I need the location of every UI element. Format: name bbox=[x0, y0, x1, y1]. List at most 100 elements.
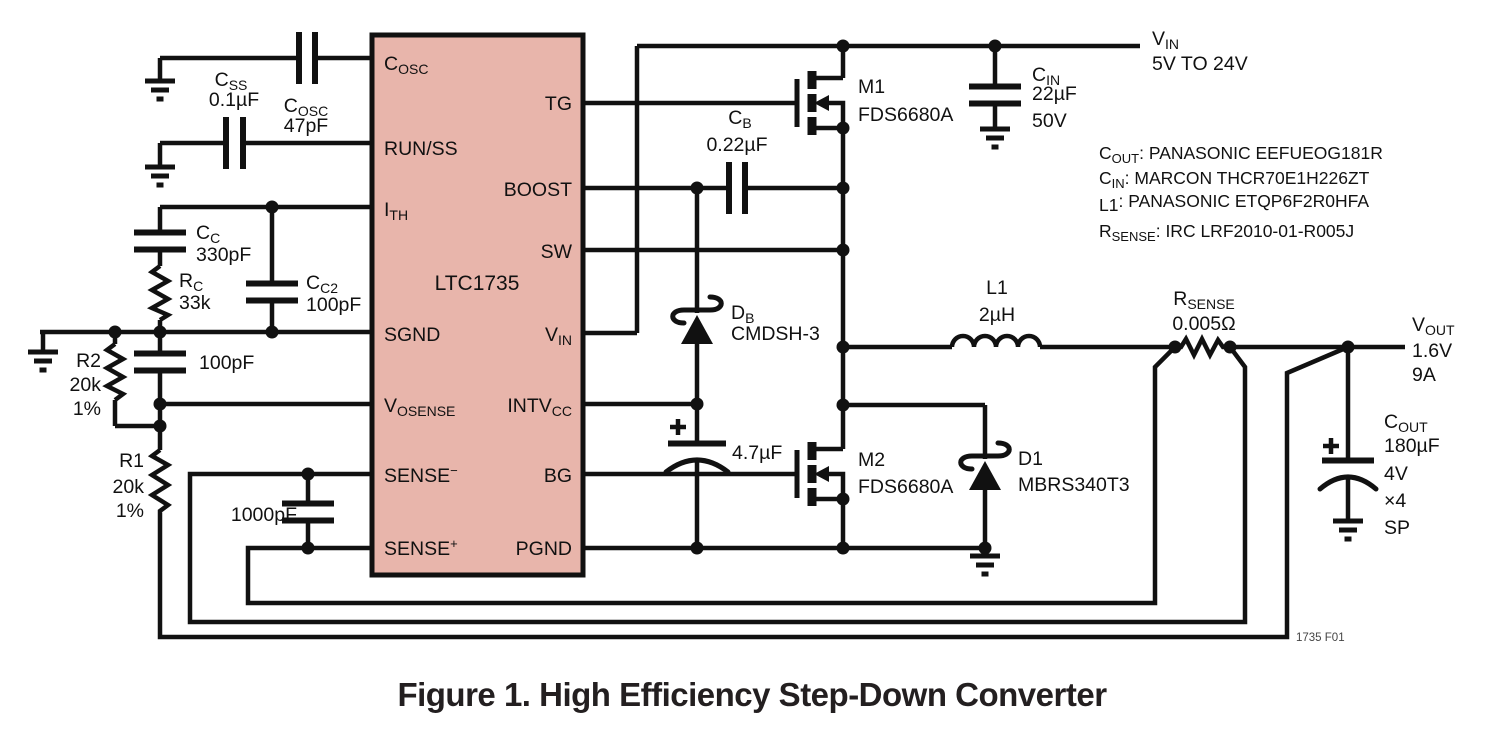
wires bbox=[40, 43, 1405, 640]
rail-labels: VIN 5V TO 24V VOUT 1.6V 9A bbox=[1152, 28, 1455, 386]
ground-icon-d1 bbox=[970, 556, 1000, 574]
cap-1000pf-plates bbox=[282, 500, 334, 524]
note-rsense: RSENSE: IRC LRF2010-01-R005J bbox=[1099, 221, 1354, 244]
cap-cout-plus-icon bbox=[1323, 438, 1339, 454]
label-rc-ref: RC bbox=[179, 270, 203, 294]
wire-cosc-pin bbox=[157, 55, 372, 81]
label-css-ref: CSS bbox=[215, 69, 248, 93]
label-cosc-value: 47pF bbox=[284, 115, 329, 137]
figure-caption: Figure 1. High Efficiency Step-Down Conv… bbox=[397, 676, 1107, 713]
label-db-ref: DB bbox=[731, 302, 754, 326]
label-m2-part: FDS6680A bbox=[858, 476, 953, 498]
pin-sense-plus: SENSE+ bbox=[384, 536, 458, 560]
capacitors bbox=[134, 32, 1379, 524]
wire-vosense-pin bbox=[157, 401, 372, 450]
label-d1-ref: D1 bbox=[1018, 448, 1043, 470]
note-cout: COUT: PANASONIC EEFUEOG181R bbox=[1099, 143, 1383, 166]
ground-icon-cin bbox=[980, 129, 1010, 147]
label-c47u-value: 4.7µF bbox=[732, 442, 782, 464]
pin-cosc: COSC bbox=[384, 53, 428, 77]
label-r2-ref: R2 bbox=[76, 350, 101, 372]
pin-bg: BG bbox=[544, 465, 572, 487]
resistor-rsense bbox=[1175, 333, 1230, 361]
pin-runss: RUN/SS bbox=[384, 138, 458, 160]
label-cc-value: 330pF bbox=[196, 244, 251, 266]
mosfet-m2 bbox=[797, 442, 843, 506]
wire-sense-minus bbox=[187, 345, 1248, 625]
label-cc-ref: CC bbox=[196, 222, 220, 246]
label-rsense-ref: RSENSE bbox=[1173, 288, 1235, 312]
cap-cin-plates bbox=[969, 83, 1021, 107]
ground-icon-sgnd bbox=[28, 352, 58, 370]
cap-cc2-plates bbox=[246, 280, 298, 304]
label-l1-value: 2µH bbox=[979, 304, 1015, 326]
cap-cosc-plates bbox=[296, 32, 318, 84]
wire-sense-plus bbox=[245, 345, 1177, 606]
label-m1-ref: M1 bbox=[858, 76, 885, 98]
label-cout-qty: ×4 bbox=[1384, 490, 1406, 512]
ground-icon-css bbox=[145, 81, 175, 99]
label-cb-value: 0.22µF bbox=[706, 134, 767, 156]
label-c100p-value: 100pF bbox=[199, 352, 254, 374]
label-cout-value: 180µF bbox=[1384, 435, 1440, 457]
resistor-rc bbox=[146, 264, 173, 322]
label-r2-value: 20k bbox=[70, 374, 102, 396]
label-d1-part: MBRS340T3 bbox=[1018, 474, 1130, 496]
label-vout-volts: 1.6V bbox=[1412, 340, 1452, 362]
label-vin-range: 5V TO 24V bbox=[1152, 53, 1248, 75]
label-rsense-value: 0.005Ω bbox=[1172, 313, 1235, 335]
label-c1000p-value: 1000pF bbox=[231, 504, 297, 526]
ic-name: LTC1735 bbox=[435, 272, 520, 295]
cap-100pf-plates bbox=[134, 350, 186, 374]
label-m2-ref: M2 bbox=[858, 449, 885, 471]
pin-ith: ITH bbox=[384, 199, 408, 223]
pin-vosense: VOSENSE bbox=[384, 395, 455, 419]
label-cin-value: 22µF bbox=[1032, 83, 1077, 105]
wire-sgnd-pin bbox=[40, 329, 372, 352]
bom-notes: COUT: PANASONIC EEFUEOG181R CIN: MARCON … bbox=[1099, 143, 1383, 244]
pin-tg: TG bbox=[545, 93, 572, 115]
component-labels: CSS 0.1µF COSC 47pF CC 330pF RC 33k CC2 … bbox=[70, 64, 1440, 539]
mosfet-m1 bbox=[797, 71, 843, 135]
cap-cb-plates bbox=[726, 162, 748, 214]
label-cout-type: SP bbox=[1384, 517, 1410, 539]
label-r1-tol: 1% bbox=[116, 500, 144, 522]
label-rc-value: 33k bbox=[179, 292, 211, 314]
pin-sgnd: SGND bbox=[384, 324, 440, 346]
label-db-part: CMDSH-3 bbox=[731, 323, 820, 345]
label-css-value: 0.1µF bbox=[209, 89, 259, 111]
figure-id: 1735 F01 bbox=[1296, 632, 1345, 644]
label-r1-ref: R1 bbox=[119, 450, 144, 472]
resistors bbox=[102, 264, 1230, 516]
label-l1-ref: L1 bbox=[986, 277, 1008, 299]
label-cosc-ref: COSC bbox=[284, 95, 328, 119]
label-cout-ref: COUT bbox=[1384, 411, 1428, 435]
wire-runss-pin bbox=[157, 140, 372, 167]
pin-vin: VIN bbox=[545, 324, 572, 348]
pin-pgnd: PGND bbox=[516, 538, 572, 560]
label-r2-tol: 1% bbox=[73, 398, 101, 420]
cap-cout-curve bbox=[1317, 474, 1379, 492]
pin-boost: BOOST bbox=[504, 179, 572, 201]
note-l1: L1: PANASONIC ETQP6F2R0HFA bbox=[1099, 191, 1369, 215]
cap-47uf-plus-icon bbox=[670, 419, 686, 435]
wire-vosense-feedback bbox=[157, 344, 1349, 640]
pin-sense-minus: SENSE− bbox=[384, 463, 458, 487]
label-m1-part: FDS6680A bbox=[858, 104, 953, 126]
label-vout-rail: VOUT bbox=[1412, 314, 1455, 338]
label-cc2-ref: CC2 bbox=[306, 272, 338, 296]
ground-icon-cout bbox=[1333, 521, 1363, 539]
pin-intvcc: INTVCC bbox=[507, 395, 572, 419]
label-cin-ref: CIN bbox=[1032, 64, 1060, 88]
label-vout-amps: 9A bbox=[1412, 364, 1436, 386]
junction-dots bbox=[108, 39, 1355, 555]
note-cin: CIN: MARCON THCR70E1H226ZT bbox=[1099, 168, 1370, 191]
cap-47uf-curve bbox=[663, 457, 731, 475]
cap-css-plates bbox=[223, 117, 246, 169]
resistor-r2 bbox=[102, 342, 128, 402]
pin-sw: SW bbox=[541, 241, 573, 263]
resistor-r1 bbox=[147, 448, 173, 516]
label-cout-rating: 4V bbox=[1384, 463, 1408, 485]
